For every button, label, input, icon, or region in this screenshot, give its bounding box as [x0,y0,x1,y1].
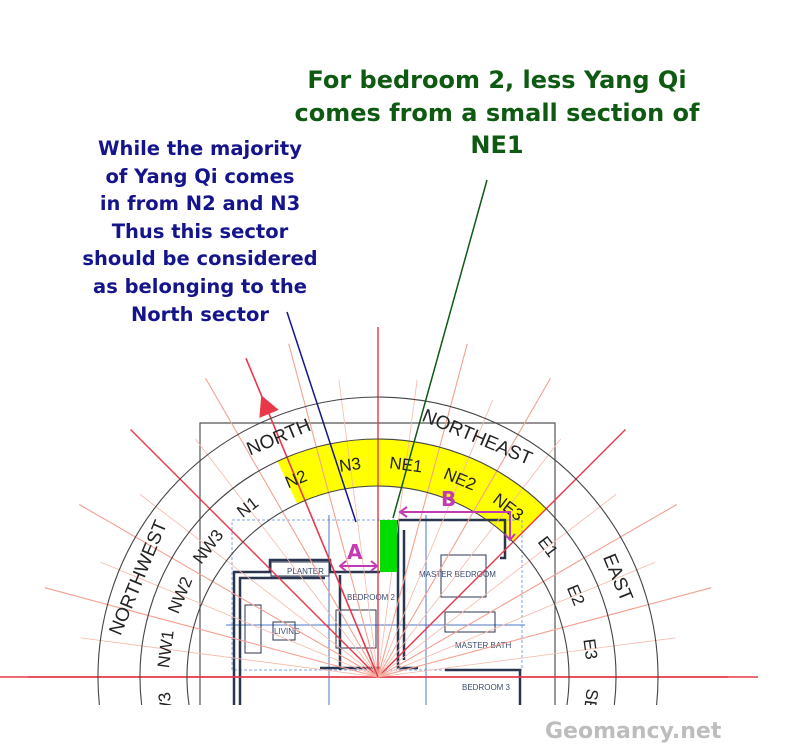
blue-annotation-line: North sector [131,303,269,326]
room-label-bedroom-2: BEDROOM 2 [347,593,396,602]
highlight-band [277,439,547,542]
sub-sector-line [377,504,678,678]
marker-b [398,506,516,542]
fine-ray [377,494,617,678]
plan-wall [396,520,418,670]
blue-annotation-line: of Yang Qi comes [106,165,295,188]
blue-annotation-line: While the majority [98,137,302,160]
sub-sector-label-ne1: NE1 [388,453,423,476]
green-annotation-line: NE1 [470,131,523,159]
sub-sector-line [78,504,379,678]
sub-sector-label-nw2: NW2 [164,574,196,616]
fine-ray [195,438,379,678]
room-label-living: LIVING [274,627,300,636]
marker-a-label: A [347,540,363,564]
compass: PLANTER BEDROOM 2 MASTER BEDROOM LIVING … [0,327,758,722]
blue-annotation-line: as belonging to the [93,275,307,298]
sub-sector-label-e2: E2 [563,582,589,608]
sub-sector-line [377,377,551,678]
blue-pointer-line [286,311,357,523]
sub-sector-line [377,343,468,678]
green-annotation-line: comes from a small section of [295,99,701,127]
sub-sector-label-n3: N3 [338,454,362,476]
plan-wall [398,518,507,560]
sofa [244,604,262,654]
bathtub [444,611,496,633]
sub-sector-line [205,377,379,678]
sector-label-east: EAST [598,551,637,605]
watermark: Geomancy.net [545,719,722,744]
blue-annotation-line: should be considered [82,247,317,270]
compass-ring [186,485,570,705]
sub-sector-label-nw3: NW3 [189,526,227,568]
sub-sector-label-e3: E3 [579,638,601,661]
green-pointer-line [392,179,488,519]
fine-ray [377,561,656,678]
sub-sector-line [377,587,712,678]
table-living [272,621,296,641]
compass-ring [139,438,617,705]
bed-master [440,554,487,598]
fine-ray [338,379,379,678]
sub-sector-label-w3: W3 [155,691,177,719]
fine-ray [139,494,379,678]
sub-sector-label-se1: SE1 [579,688,602,722]
north-arrow-icon [259,395,279,418]
fine-ray [100,561,379,678]
plan-wall [238,576,325,705]
fine-ray [377,438,561,678]
fine-ray [377,637,676,678]
green-annotation-line: For bedroom 2, less Yang Qi [307,66,686,94]
blue-annotation-line: in from N2 and N3 [100,192,300,215]
marker-a [338,560,379,572]
sub-sector-line [44,587,379,678]
fine-ray [377,379,418,678]
compass-ring [97,396,659,705]
room-label-planter: PLANTER [287,567,324,576]
room-label-master-bath: MASTER BATH [455,641,512,650]
fine-ray [377,399,494,678]
compass-rings [97,396,659,705]
plan-wall [445,668,522,705]
sub-sector-label-e1: E1 [534,533,562,561]
blue-annotation-line: Thus this sector [112,220,289,243]
floor-plan: PLANTER BEDROOM 2 MASTER BEDROOM LIVING … [226,515,525,705]
blue-annotation: While the majority of Yang Qi comes in f… [82,137,317,326]
green-annotation: For bedroom 2, less Yang Qi comes from a… [295,66,701,159]
room-label-bedroom-3: BEDROOM 3 [462,683,511,692]
ne1-portion-highlight [380,520,397,572]
sector-lines [0,327,758,678]
plan-wall [232,558,380,705]
room-label-master-bedroom: MASTER BEDROOM [419,570,496,579]
highlight-band-n2-ne3 [277,439,547,542]
marker-b-label: B [441,487,456,511]
sub-sector-label-n1: N1 [233,493,262,521]
fine-ray [80,637,379,678]
sector-boundary-line [130,429,379,678]
sub-sector-line [288,343,379,678]
sub-sector-label-nw1: NW1 [154,629,178,669]
sector-boundary-line [377,429,626,678]
